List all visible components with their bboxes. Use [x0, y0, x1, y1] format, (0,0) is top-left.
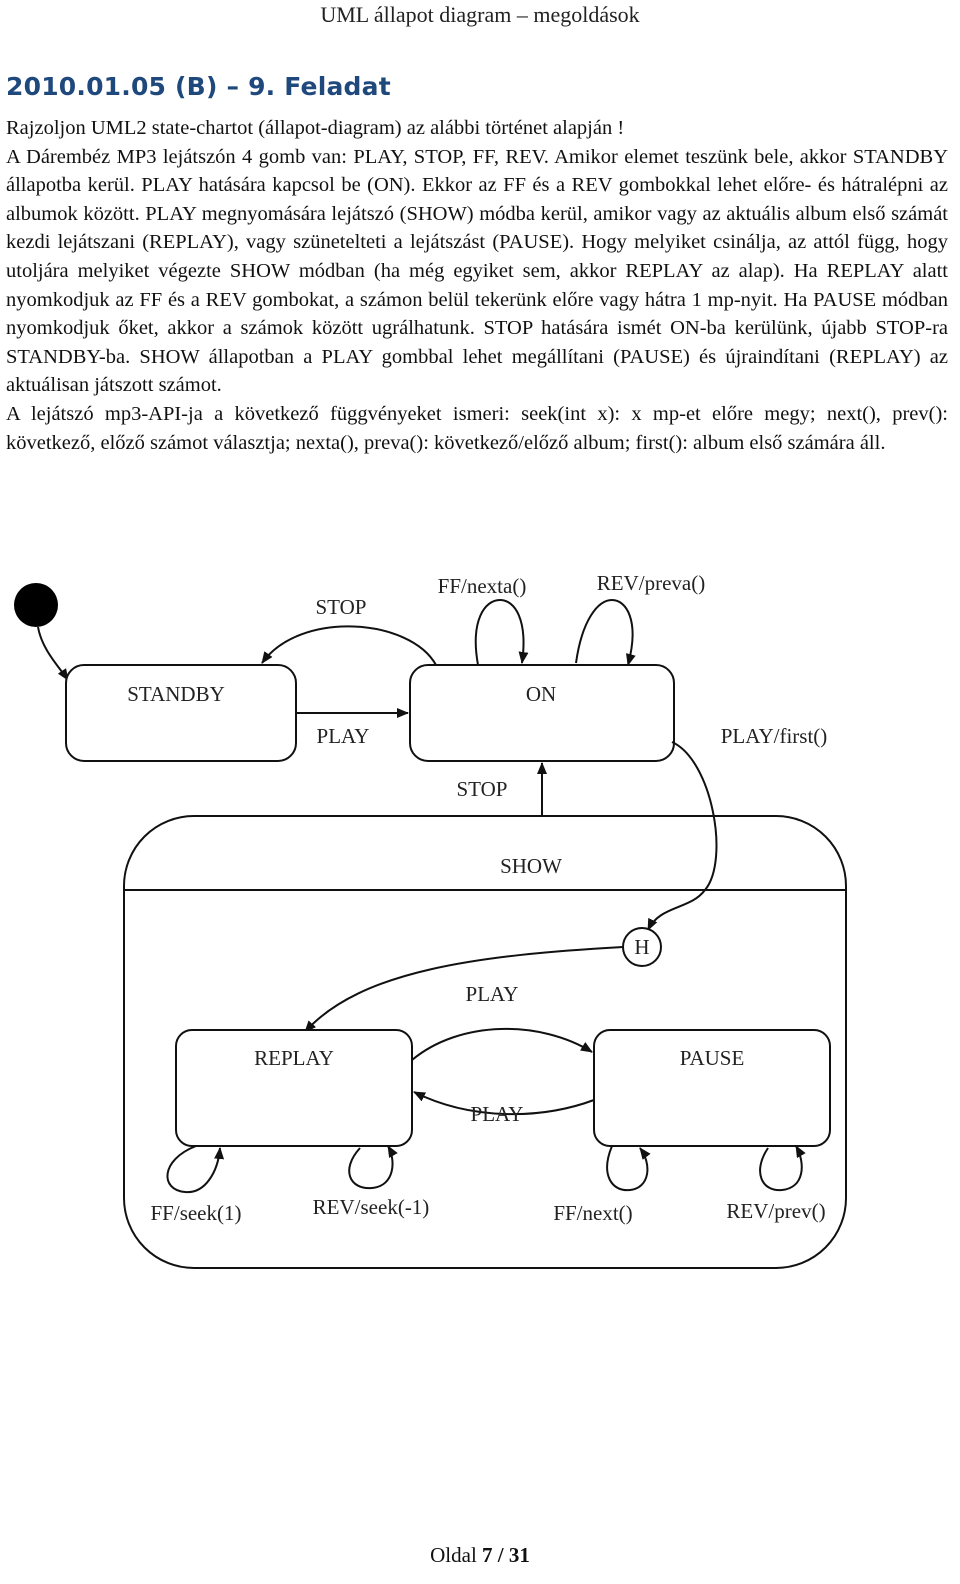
- transition-on-to-show: [647, 741, 718, 931]
- footer-prefix: Oldal: [430, 1543, 483, 1567]
- transition-on-self-ff: [474, 598, 529, 666]
- state-show-label: SHOW: [500, 854, 562, 878]
- history-state: H: [622, 927, 662, 967]
- transition-on-self-rev: [575, 598, 636, 666]
- transition-replay-self-rev: [348, 1145, 398, 1190]
- transition-pause-self-ff: [606, 1145, 651, 1192]
- paragraph-1: Rajzoljon UML2 state-chartot (állapot-di…: [6, 117, 625, 139]
- transition-on-to-standby: [261, 625, 437, 666]
- label-standby-to-on: PLAY: [317, 724, 370, 748]
- label-replay-self-ff: FF/seek(1): [151, 1201, 242, 1225]
- state-on: ON: [409, 664, 675, 762]
- transition-replay-to-pause: [411, 1027, 593, 1061]
- label-on-self-ff: FF/nexta(): [438, 574, 527, 598]
- exercise-text: Rajzoljon UML2 state-chartot (állapot-di…: [6, 114, 948, 457]
- state-standby-label: STANDBY: [127, 682, 225, 706]
- initial-transition: [37, 626, 69, 681]
- state-standby: STANDBY: [65, 664, 297, 762]
- state-replay-label: REPLAY: [254, 1046, 334, 1070]
- state-replay: REPLAY: [175, 1029, 413, 1147]
- paragraph-3: A lejátszó mp3-API-ja a következő függvé…: [6, 402, 948, 454]
- state-on-label: ON: [526, 682, 556, 706]
- label-show-to-on: STOP: [457, 777, 508, 801]
- transition-history-to-replay: [304, 946, 624, 1033]
- exercise-title: 2010.01.05 (B) – 9. Feladat: [6, 72, 391, 101]
- label-replay-to-pause: PLAY: [466, 982, 519, 1006]
- state-pause-label: PAUSE: [680, 1046, 745, 1070]
- label-pause-self-rev: REV/prev(): [726, 1199, 825, 1223]
- label-on-to-show: PLAY/first(): [721, 724, 828, 748]
- page-header: UML állapot diagram – megoldások: [320, 2, 640, 27]
- label-on-to-standby: STOP: [316, 595, 367, 619]
- paragraph-2: A Dárembéz MP3 lejátszón 4 gomb van: PLA…: [6, 145, 948, 397]
- transition-pause-self-rev: [759, 1145, 806, 1192]
- label-pause-to-replay: PLAY: [471, 1102, 524, 1126]
- state-diagram: STANDBY ON STOP PLAY FF/nexta() REV/prev…: [14, 571, 847, 1269]
- transition-replay-self-ff: [166, 1145, 225, 1194]
- history-state-label: H: [634, 935, 649, 959]
- label-on-self-rev: REV/preva(): [597, 571, 705, 595]
- label-pause-self-ff: FF/next(): [553, 1201, 632, 1225]
- state-pause: PAUSE: [593, 1029, 831, 1147]
- label-replay-self-rev: REV/seek(-1): [313, 1195, 430, 1219]
- state-show: SHOW: [123, 815, 847, 1269]
- initial-state: [14, 583, 58, 627]
- footer-page-number: 7 / 31: [482, 1543, 530, 1567]
- transition-pause-to-replay: [413, 1091, 595, 1116]
- page-footer: Oldal 7 / 31: [0, 1543, 960, 1568]
